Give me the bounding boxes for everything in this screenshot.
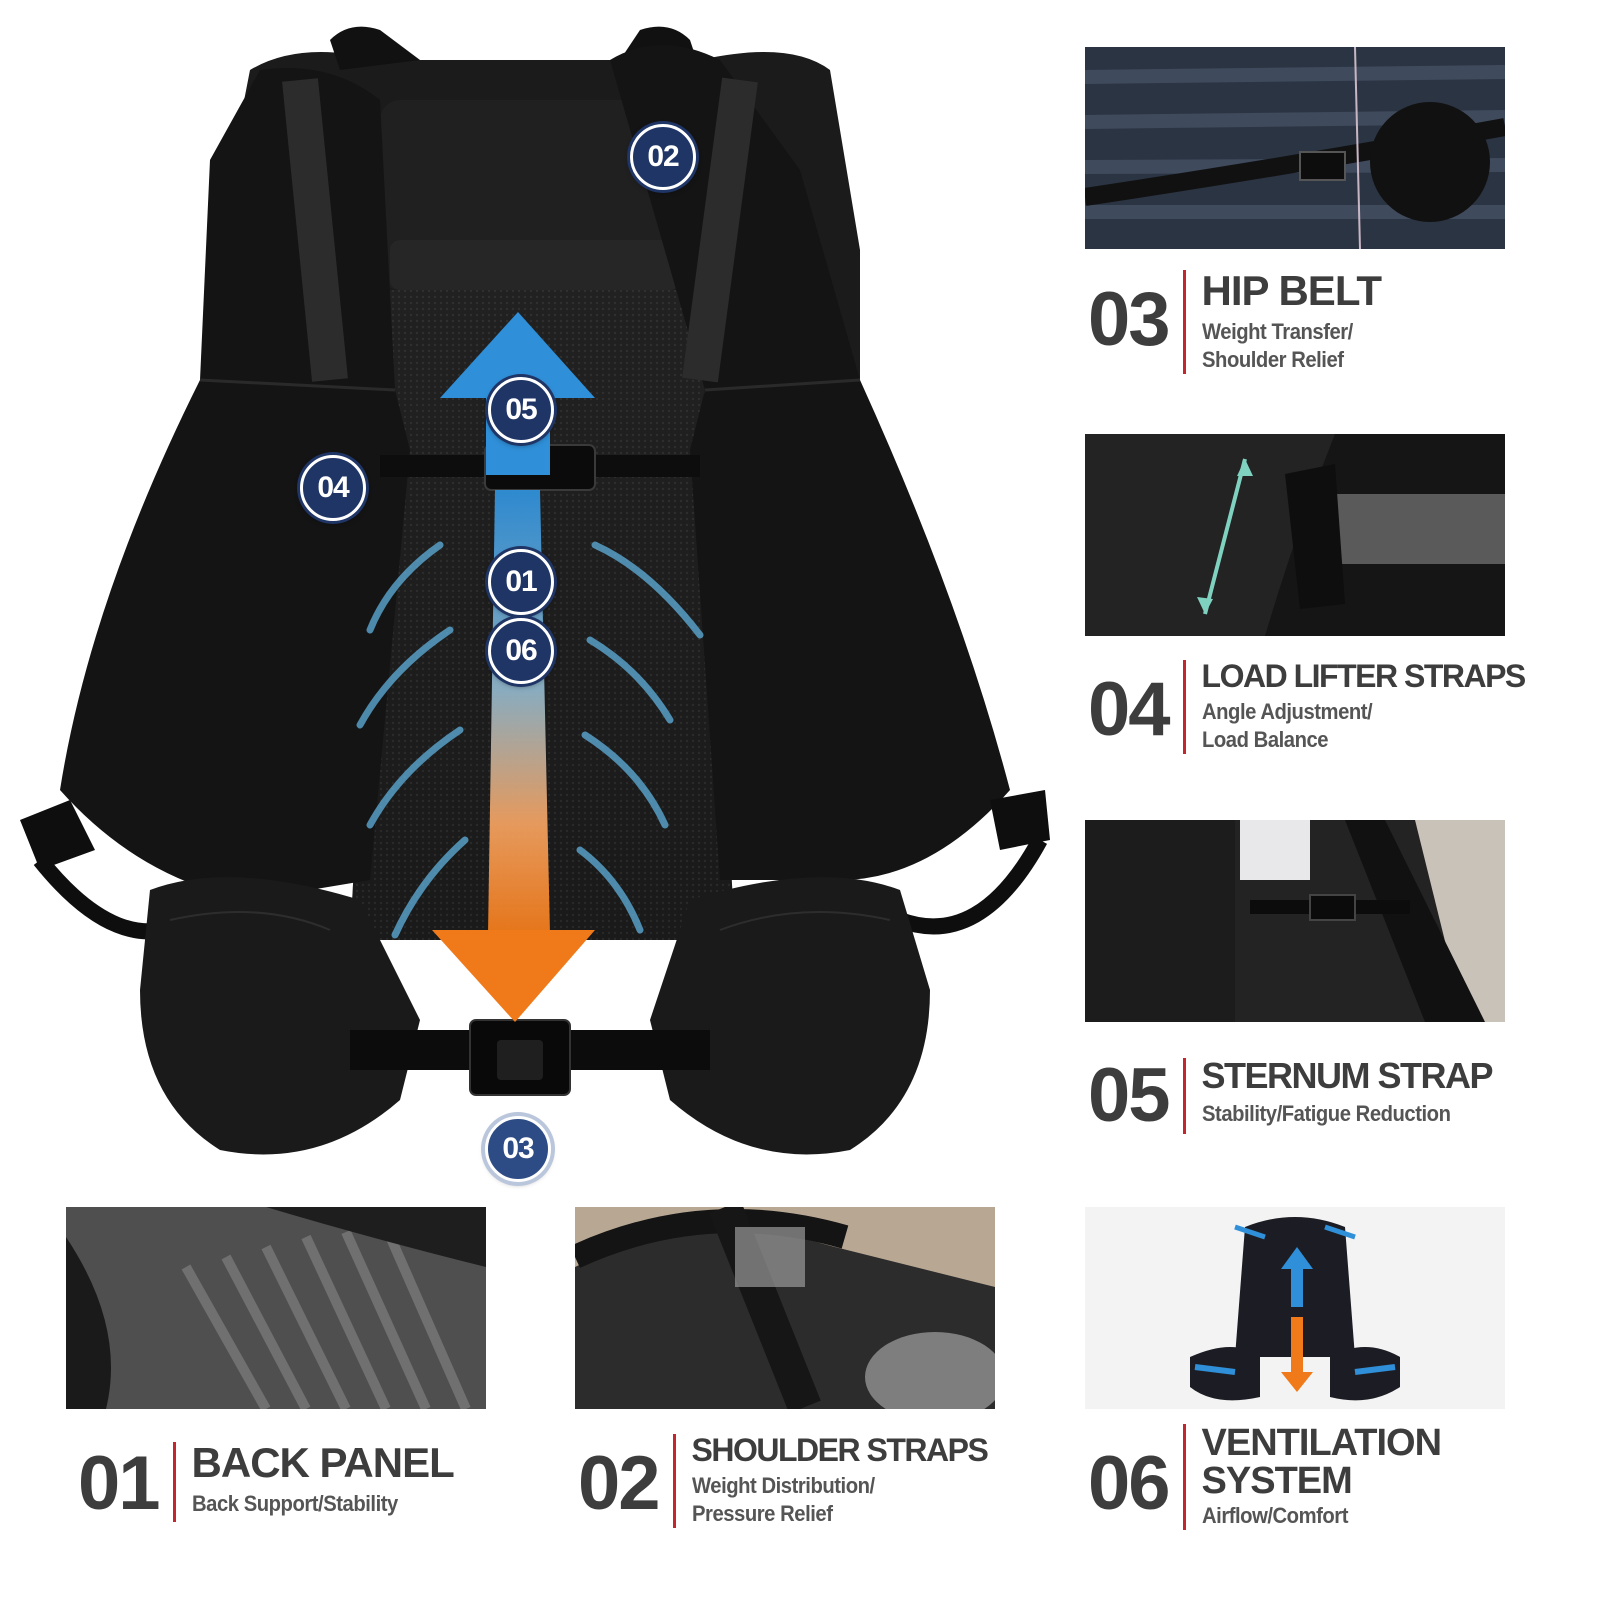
badge-04: 04 bbox=[300, 455, 366, 521]
caption-divider bbox=[1182, 1058, 1186, 1134]
caption-title: STERNUM STRAP bbox=[1201, 1055, 1494, 1096]
badge-06: 06 bbox=[488, 618, 554, 684]
caption-number: 01 bbox=[78, 1441, 161, 1526]
caption-title: BACK PANEL bbox=[191, 1439, 455, 1486]
caption-hip-belt: 03 HIP BELT Weight Transfer/ Shoulder Re… bbox=[1088, 267, 1382, 374]
caption-number: 06 bbox=[1088, 1441, 1171, 1526]
caption-subtitle-1: Back Support/Stability bbox=[191, 1491, 398, 1516]
caption-ventilation: 06 VENTILATION SYSTEM Airflow/Comfort bbox=[1088, 1422, 1443, 1530]
caption-subtitle-1: Stability/Fatigue Reduction bbox=[1201, 1101, 1451, 1126]
caption-subtitle-1: Airflow/Comfort bbox=[1201, 1503, 1348, 1528]
caption-subtitle-2: Pressure Relief bbox=[691, 1501, 833, 1526]
caption-title-2: SYSTEM bbox=[1201, 1460, 1353, 1502]
caption-number: 04 bbox=[1088, 667, 1171, 752]
caption-subtitle-1: Angle Adjustment/ bbox=[1201, 699, 1373, 724]
caption-divider bbox=[672, 1434, 676, 1528]
caption-divider bbox=[1182, 1424, 1186, 1530]
caption-load-lifter: 04 LOAD LIFTER STRAPS Angle Adjustment/ … bbox=[1088, 658, 1527, 754]
back-panel-photo bbox=[66, 1207, 486, 1409]
caption-title: HIP BELT bbox=[1201, 267, 1382, 314]
caption-title: SHOULDER STRAPS bbox=[691, 1432, 989, 1468]
caption-number: 05 bbox=[1088, 1053, 1171, 1138]
hip-belt-photo bbox=[1085, 47, 1505, 249]
caption-divider bbox=[1182, 660, 1186, 754]
caption-title-1: VENTILATION bbox=[1201, 1422, 1443, 1464]
caption-sternum-strap: 05 STERNUM STRAP Stability/Fatigue Reduc… bbox=[1088, 1053, 1494, 1138]
caption-divider bbox=[1182, 270, 1186, 374]
caption-title: LOAD LIFTER STRAPS bbox=[1201, 658, 1527, 694]
badge-03: 03 bbox=[485, 1116, 551, 1182]
caption-number: 03 bbox=[1088, 277, 1171, 362]
badge-02: 02 bbox=[630, 124, 696, 190]
caption-subtitle-2: Shoulder Relief bbox=[1201, 347, 1344, 372]
sternum-strap-photo bbox=[1085, 820, 1505, 1022]
badge-01: 01 bbox=[488, 549, 554, 615]
caption-divider bbox=[172, 1442, 176, 1522]
ventilation-photo bbox=[1085, 1207, 1505, 1409]
caption-subtitle-2: Load Balance bbox=[1201, 727, 1329, 752]
caption-subtitle-1: Weight Transfer/ bbox=[1201, 319, 1353, 344]
badge-05: 05 bbox=[488, 377, 554, 443]
caption-number: 02 bbox=[578, 1441, 661, 1526]
load-lifter-photo bbox=[1085, 434, 1505, 636]
backpack-back-view-illustration: 02 05 04 01 06 03 bbox=[20, 26, 1050, 1182]
shoulder-straps-photo bbox=[575, 1207, 995, 1409]
caption-shoulder-straps: 02 SHOULDER STRAPS Weight Distribution/ … bbox=[578, 1432, 989, 1528]
caption-back-panel: 01 BACK PANEL Back Support/Stability bbox=[78, 1439, 455, 1526]
caption-subtitle-1: Weight Distribution/ bbox=[691, 1473, 875, 1498]
